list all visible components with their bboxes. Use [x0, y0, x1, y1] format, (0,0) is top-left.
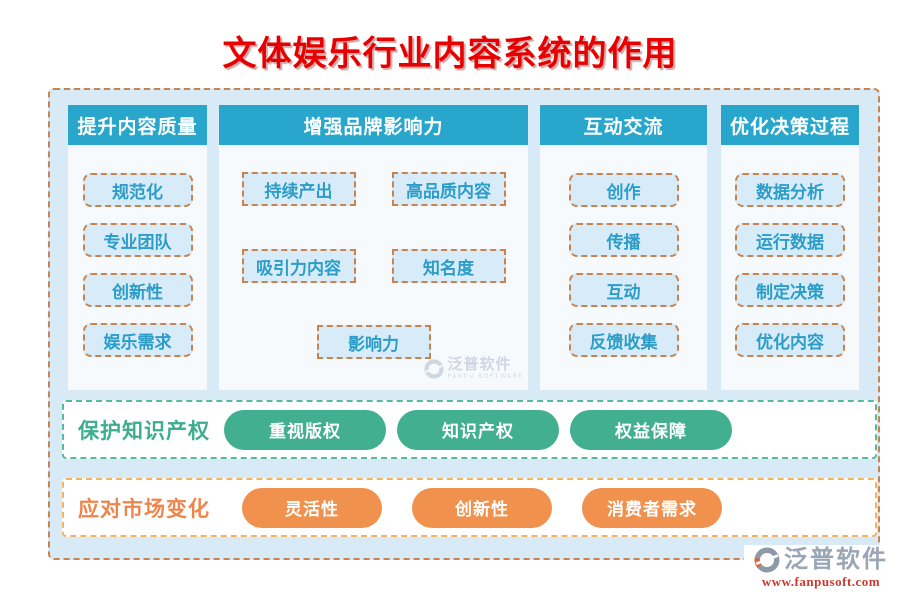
- page-title: 文体娱乐行业内容系统的作用: [222, 35, 678, 73]
- node: 知名度: [391, 249, 506, 283]
- pill: 知识产权: [397, 409, 559, 450]
- site-url[interactable]: www.fanpusoft.com: [761, 574, 881, 589]
- fanpu-logo-icon: [754, 547, 780, 573]
- node: 创新性: [82, 273, 193, 307]
- column-header: 增强品牌影响力: [219, 105, 528, 145]
- node: 规范化: [82, 173, 193, 207]
- pill: 创新性: [412, 487, 552, 528]
- node: 专业团队: [82, 223, 193, 257]
- watermark: 泛普软件 FANPU SOFTWARE: [423, 356, 524, 380]
- node: 持续产出: [241, 172, 356, 206]
- watermark-brand: 泛普软件: [447, 356, 512, 373]
- columns-area: 提升内容质量 规范化 专业团队 创新性 娱乐需求 增强品牌影响力 持续产出 高品…: [68, 105, 859, 390]
- brand-name: 泛普软件: [784, 546, 888, 573]
- node: 数据分析: [735, 173, 845, 207]
- node: 制定决策: [735, 273, 845, 307]
- column-brand-influence: 增强品牌影响力 持续产出 高品质内容 吸引力内容 知名度 影响力 泛普软件 FA…: [219, 105, 528, 390]
- diagram-panel: 提升内容质量 规范化 专业团队 创新性 娱乐需求 增强品牌影响力 持续产出 高品…: [48, 88, 880, 560]
- column-content-quality: 提升内容质量 规范化 专业团队 创新性 娱乐需求: [68, 105, 207, 390]
- column-header: 互动交流: [540, 105, 707, 145]
- fanpu-watermark-icon: [423, 358, 444, 379]
- watermark-subtext: FANPU SOFTWARE: [447, 374, 524, 380]
- column-interaction: 互动交流 创作 传播 互动 反馈收集: [540, 105, 707, 390]
- band-label: 保护知识产权: [78, 419, 210, 443]
- node: 影响力: [316, 325, 431, 359]
- band-market-change: 应对市场变化 灵活性 创新性 消费者需求: [62, 478, 877, 537]
- node: 创作: [568, 173, 679, 207]
- column-header: 优化决策过程: [721, 105, 859, 145]
- column-header: 提升内容质量: [68, 105, 207, 145]
- band-label: 应对市场变化: [78, 497, 210, 521]
- column-decision: 优化决策过程 数据分析 运行数据 制定决策 优化内容: [721, 105, 859, 390]
- pill: 消费者需求: [582, 487, 722, 528]
- node: 优化内容: [735, 323, 845, 357]
- node: 娱乐需求: [82, 323, 193, 357]
- pill: 权益保障: [570, 409, 732, 450]
- node: 高品质内容: [391, 172, 506, 206]
- node: 吸引力内容: [241, 249, 356, 283]
- node: 互动: [568, 273, 679, 307]
- band-ip-protection: 保护知识产权 重视版权 知识产权 权益保障: [62, 400, 877, 459]
- node: 反馈收集: [568, 323, 679, 357]
- pill: 灵活性: [242, 487, 382, 528]
- footer-logo: 泛普软件 www.fanpusoft.com: [744, 545, 894, 594]
- pill: 重视版权: [224, 409, 386, 450]
- node: 运行数据: [735, 223, 845, 257]
- node: 传播: [568, 223, 679, 257]
